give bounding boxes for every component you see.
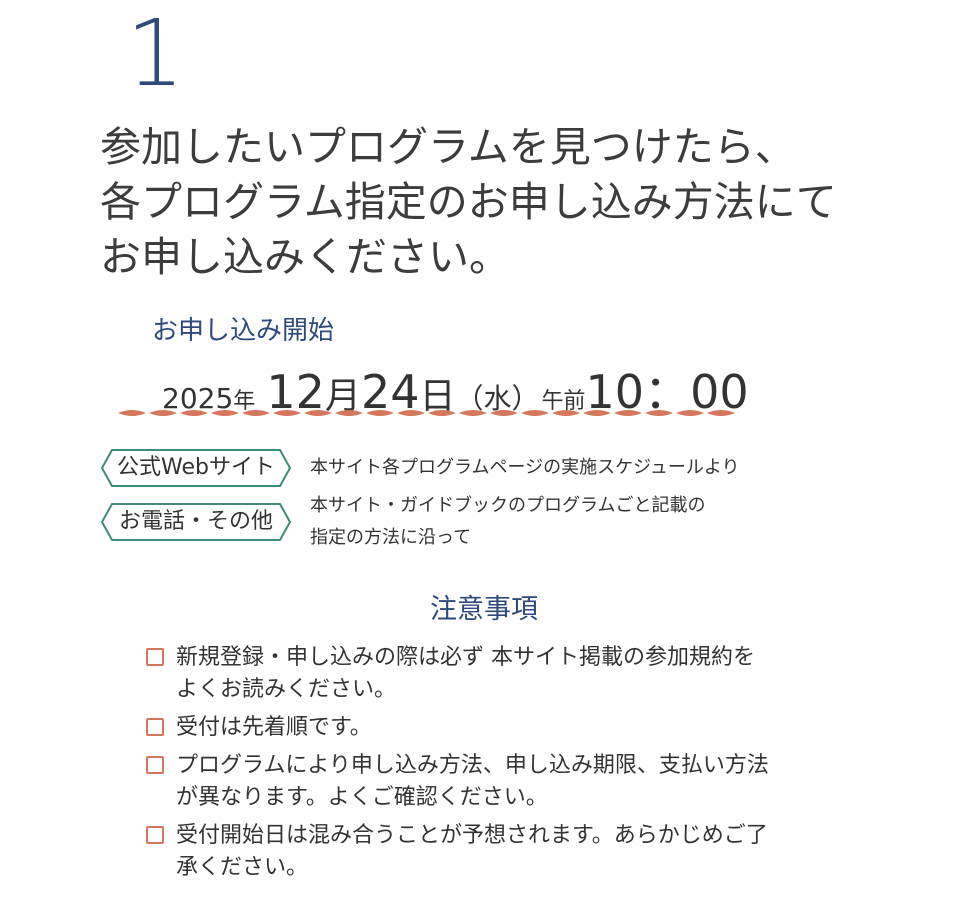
wave-segment [335,410,363,416]
note-line: 受付開始日は混み合うことが予想されます。あらかじめご了 [176,823,768,848]
wave-segment [521,410,549,416]
wave-segment [180,410,208,416]
start-month: 12 [266,365,325,419]
headline-line-2: 各プログラム指定のお申し込み方法にて [100,178,837,226]
start-weekday: （水） [455,382,540,415]
step-number: 1 [126,0,185,107]
method-phone-description: 本サイト・ガイドブックのプログラムごと記載の 指定の方法に沿って [310,490,705,554]
method-web-description: 本サイト各プログラムページの実施スケジュールより [310,452,739,484]
note-item: 受付開始日は混み合うことが予想されます。あらかじめご了 承ください。 [146,820,846,884]
note-item: 新規登録・申し込みの際は必ず 本サイト掲載の参加規約を よくお読みください。 [146,642,846,706]
wave-segment [242,410,270,416]
start-day-unit: 日 [419,376,456,417]
start-year-unit: 年 [233,389,256,414]
wave-segment [397,410,425,416]
note-line: よくお読みください。 [176,677,397,702]
wave-segment [304,410,332,416]
headline-line-3: お申し込みください。 [100,233,510,281]
wave-segment [459,410,487,416]
method-tag-phone-label: お電話・その他 [118,509,273,534]
method-web: 公式Webサイト 本サイト各プログラムページの実施スケジュールより [100,448,739,488]
wave-segment [614,410,642,416]
wave-segment [149,410,177,416]
start-month-unit: 月 [324,376,361,417]
headline-line-1: 参加したいプログラムを見つけたら、 [100,123,796,171]
start-day: 24 [360,365,420,419]
wave-segment [645,410,673,416]
wave-segment [273,410,301,416]
start-datetime: 2025年 12月24日（水）午前10：00 [162,356,749,419]
method-phone-description-line-2: 指定の方法に沿って [310,527,472,548]
note-line: が異なります。よくご確認ください。 [176,785,548,810]
note-line: 承ください。 [176,855,309,880]
start-ampm: 午前 [541,389,586,414]
tag-outline-icon [100,503,292,541]
start-year: 2025 [162,382,234,415]
start-time: 10：00 [585,365,749,419]
method-tag-phone: お電話・その他 [100,502,292,542]
wave-segment [552,410,580,416]
method-phone: お電話・その他 本サイト・ガイドブックのプログラムごと記載の 指定の方法に沿って [100,490,705,554]
wave-segment [707,410,735,416]
notes-list: 新規登録・申し込みの際は必ず 本サイト掲載の参加規約を よくお読みください。 受… [146,642,846,890]
note-line: 新規登録・申し込みの際は必ず 本サイト掲載の参加規約を [176,645,755,670]
note-line: プログラムにより申し込み方法、申し込み期限、支払い方法 [176,753,769,778]
wave-segment [428,410,456,416]
decorative-wave-divider [118,410,735,416]
checkbox-icon [146,756,164,774]
note-item: 受付は先着順です。 [146,712,846,744]
checkbox-icon [146,648,164,666]
wave-segment [118,410,146,416]
method-phone-description-line-1: 本サイト・ガイドブックのプログラムごと記載の [310,495,706,516]
start-label: お申し込み開始 [152,316,335,346]
checkbox-icon [146,826,164,844]
checkbox-icon [146,718,164,736]
note-item: プログラムにより申し込み方法、申し込み期限、支払い方法 が異なります。よくご確認… [146,750,846,814]
tag-outline-icon [100,449,292,487]
wave-segment [676,410,704,416]
wave-segment [211,410,239,416]
wave-segment [490,410,518,416]
notes-title: 注意事項 [430,594,538,625]
wave-segment [583,410,611,416]
wave-segment [366,410,394,416]
note-line: 受付は先着順です。 [176,715,372,740]
method-tag-web: 公式Webサイト [100,448,292,488]
method-tag-web-label: 公式Webサイト [117,455,275,480]
headline: 参加したいプログラムを見つけたら、 各プログラム指定のお申し込み方法にて お申し… [100,120,860,285]
method-web-description-line-1: 本サイト各プログラムページの実施スケジュールより [310,457,740,478]
